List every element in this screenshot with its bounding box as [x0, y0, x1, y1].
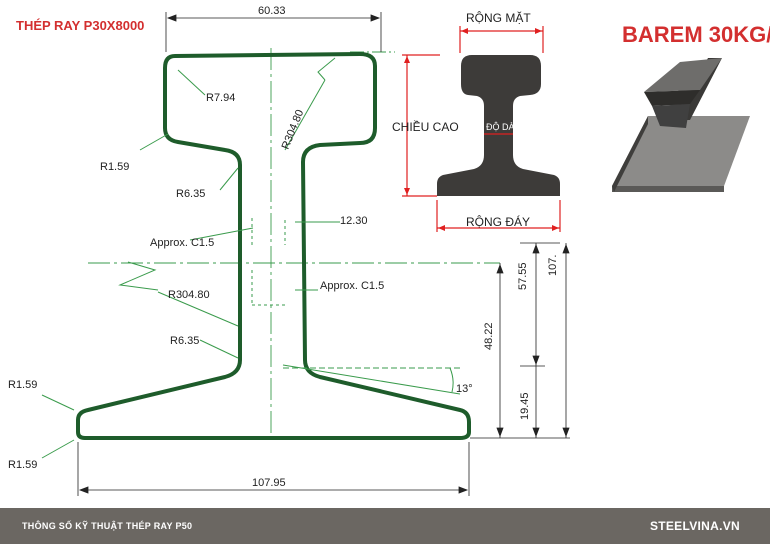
rail-section: RỘNG MẶT CHIỀU CAO ĐỘ DÀY RỘNG ĐÁY	[392, 10, 561, 232]
dim-height-foot: 19.45	[519, 392, 531, 420]
label-base-width: RỘNG ĐÁY	[466, 214, 530, 229]
label-height: CHIỀU CAO	[392, 119, 459, 134]
dim-top-width: 60.33	[258, 5, 286, 17]
dim-r-neck-upper: R6.35	[176, 188, 205, 200]
footer-brand: STEELVINA.VN	[649, 519, 740, 533]
center-lines	[88, 48, 500, 440]
label-web: ĐỘ DÀY	[486, 122, 521, 132]
dim-r-web: R304.80	[168, 289, 210, 301]
dim-base-width: 107.95	[252, 477, 286, 489]
dim-web-thickness: 12.30	[340, 215, 368, 227]
leader-lines	[41, 57, 461, 459]
dim-chamfer-upper: Approx. C1.5	[150, 237, 214, 249]
dim-r-head-lower: R1.59	[100, 161, 129, 173]
footer-title: THÔNG SỐ KỸ THUẬT THÉP RAY P50	[22, 521, 193, 531]
dim-r-top-corner: R7.94	[206, 92, 235, 104]
dim-height-mid: 48.22	[483, 322, 495, 350]
title-right: BAREM 30KG/M	[622, 22, 770, 47]
dim-r-foot-upper: R1.59	[8, 379, 37, 391]
label-top-width: RỘNG MẶT	[466, 10, 531, 25]
rail-profile	[76, 52, 471, 440]
dimension-lines	[77, 12, 570, 496]
dim-height-upper: 57.55	[517, 262, 529, 290]
dim-r-head: R304.80	[280, 108, 307, 151]
rail-drawing: THÉP RAY P30X8000 BAREM 30KG/M	[8, 5, 770, 496]
dim-height-total: 107.	[547, 255, 559, 276]
dim-chamfer-lower: Approx. C1.5	[320, 280, 384, 292]
title-left: THÉP RAY P30X8000	[16, 18, 144, 33]
dim-r-foot-lower: R1.59	[8, 459, 37, 471]
dim-r-neck-lower: R6.35	[170, 335, 199, 347]
dim-angle: 13°	[456, 383, 473, 395]
rail-3d-image	[612, 58, 750, 192]
footer-bar: THÔNG SỐ KỸ THUẬT THÉP RAY P50 STEELVINA…	[0, 508, 770, 544]
